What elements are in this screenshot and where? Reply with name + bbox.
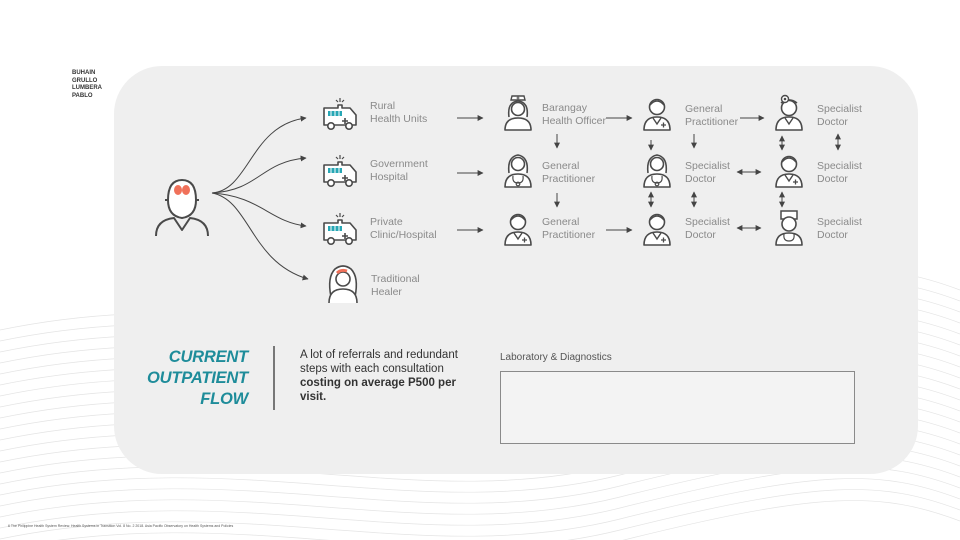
- footnote: 6 The Philippine Health System Review. H…: [8, 524, 234, 528]
- description-text: A lot of referrals and redundant steps w…: [300, 349, 458, 375]
- provider-label: Barangay Health Officer: [542, 102, 606, 127]
- wave-line: [56, 489, 960, 540]
- wave-line: [0, 478, 960, 540]
- provider-label: Specialist Doctor: [817, 160, 862, 185]
- patient-icon: [155, 178, 209, 237]
- doctor-icon: [504, 213, 532, 246]
- author-name: GRULLO: [72, 77, 98, 84]
- author-name: BUHAIN: [72, 70, 96, 76]
- description-emphasis: costing on average P500 per visit.: [300, 377, 456, 403]
- provider-label: General Practitioner: [542, 216, 596, 241]
- author-list: BUHAIN GRULLO LUMBERA PABLO: [72, 70, 102, 100]
- ambulance-icon: [323, 212, 357, 245]
- title-line: FLOW: [200, 390, 248, 408]
- doctor-icon: [775, 155, 803, 188]
- entry-label-traditional-healer: Traditional Healer: [371, 273, 420, 298]
- provider-label: Specialist Doctor: [685, 216, 730, 241]
- provider-label: Specialist Doctor: [817, 216, 862, 241]
- slide-title: CURRENT OUTPATIENT FLOW: [140, 347, 248, 410]
- ambulance-icon: [323, 154, 357, 187]
- flow-arrow: [211, 192, 309, 281]
- author-name: PABLO: [72, 92, 93, 99]
- nurse-icon: [504, 95, 532, 131]
- author-name: LUMBERA: [72, 85, 102, 91]
- female-doctor-icon: [643, 154, 671, 188]
- specialist-doctor-icon: [775, 94, 803, 131]
- flow-arrow: [211, 115, 307, 194]
- entry-label-government-hospital: Government Hospital: [370, 158, 428, 183]
- wave-line: [622, 500, 960, 540]
- doctor-icon: [643, 213, 671, 246]
- flow-arrow: [211, 155, 307, 194]
- description: A lot of referrals and redundant steps w…: [300, 348, 470, 404]
- provider-label: Specialist Doctor: [817, 103, 862, 128]
- provider-label: General Practitioner: [685, 103, 739, 128]
- entry-label-private-clinic: Private Clinic/Hospital: [370, 216, 437, 241]
- title-line: CURRENT: [168, 348, 248, 366]
- lab-diagnostics-box: [500, 371, 855, 444]
- ambulance-icon: [323, 97, 357, 130]
- title-line: OUTPATIENT: [147, 369, 248, 387]
- female-doctor-icon: [504, 154, 532, 188]
- healer-icon: [327, 264, 359, 305]
- provider-label: General Practitioner: [542, 160, 596, 185]
- entry-label-rural-health-units: Rural Health Units: [370, 100, 428, 125]
- provider-label: Specialist Doctor: [685, 160, 730, 185]
- divider: [273, 346, 275, 410]
- flow-arrow: [211, 192, 307, 229]
- lab-title: Laboratory & Diagnostics: [500, 352, 612, 363]
- surgeon-doctor-icon: [775, 210, 803, 246]
- doctor-icon: [643, 98, 671, 131]
